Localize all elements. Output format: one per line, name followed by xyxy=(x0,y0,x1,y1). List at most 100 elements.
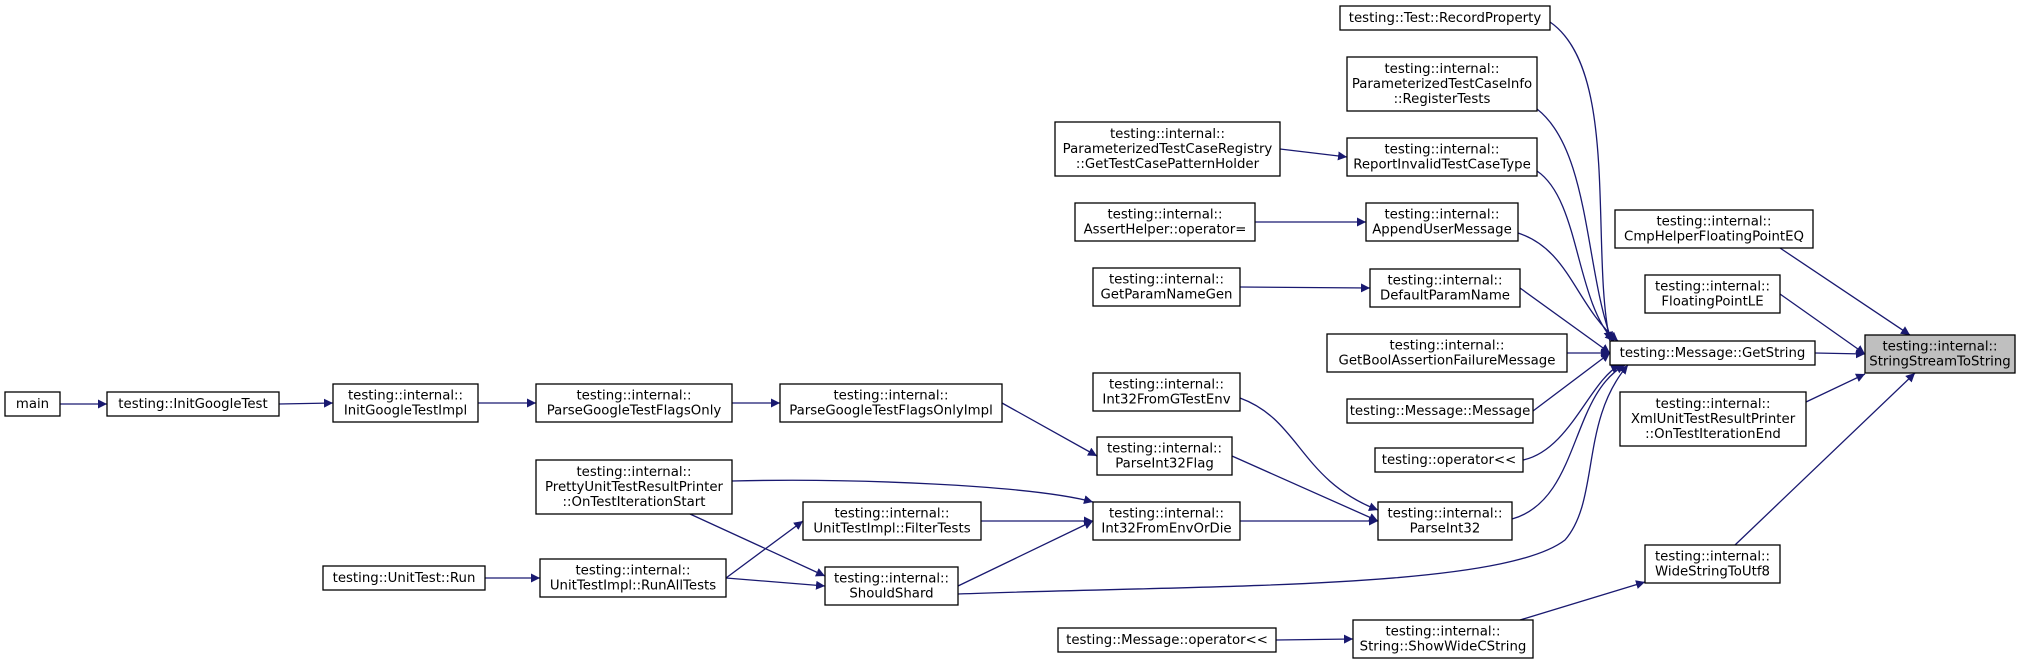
node-getstring[interactable]: testing::Message::GetString xyxy=(1609,340,1816,366)
node-main[interactable]: main xyxy=(4,391,61,417)
node-int32fromenvordie[interactable]: testing::internal::Int32FromEnvOrDie xyxy=(1092,501,1241,541)
node-messageoperatorshl[interactable]: testing::Message::operator<< xyxy=(1057,627,1277,653)
node-label: ::OnTestIterationEnd xyxy=(1645,427,1781,442)
node-box xyxy=(802,501,982,541)
node-box xyxy=(1609,340,1816,366)
node-label: testing::internal:: xyxy=(1882,340,1997,355)
node-parseint32[interactable]: testing::internal::ParseInt32 xyxy=(1377,501,1513,541)
node-getparamnamegen[interactable]: testing::internal::GetParamNameGen xyxy=(1092,267,1241,307)
node-label: testing::internal:: xyxy=(576,465,691,480)
node-box xyxy=(4,391,61,417)
node-parseflagsonlyimpl[interactable]: testing::internal::ParseGoogleTestFlagsO… xyxy=(779,383,1003,423)
edge-messageoperatorshl-to-showwidecstring xyxy=(1275,634,1354,644)
node-getboolassert[interactable]: testing::internal::GetBoolAssertionFailu… xyxy=(1326,333,1568,373)
node-label: testing::internal:: xyxy=(1655,280,1770,295)
node-parseflagsonly[interactable]: testing::internal::ParseGoogleTestFlagsO… xyxy=(535,383,733,423)
node-label: testing::internal:: xyxy=(1107,208,1222,223)
node-label: ParameterizedTestCaseInfo xyxy=(1352,77,1532,92)
node-box xyxy=(1057,627,1277,653)
edge-shouldshard-to-int32fromenvordie xyxy=(957,520,1094,587)
edge-recordproperty-to-getstring xyxy=(1549,21,1613,342)
node-messagector[interactable]: testing::Message::Message xyxy=(1346,398,1534,424)
edge-parseint32flag-to-parseint32 xyxy=(1231,455,1379,522)
node-initgoogletest[interactable]: testing::InitGoogleTest xyxy=(106,391,280,417)
node-box xyxy=(1614,209,1814,249)
node-label: testing::internal:: xyxy=(1655,550,1770,565)
node-unittestrun[interactable]: testing::UnitTest::Run xyxy=(322,565,486,591)
node-box xyxy=(535,459,733,515)
node-box xyxy=(535,383,733,423)
node-paramregistry[interactable]: testing::internal::ParameterizedTestCase… xyxy=(1054,121,1281,177)
node-label: Int32FromGTestEnv xyxy=(1102,393,1230,408)
edge-parseflagsonlyimpl-to-parseint32flag xyxy=(1001,402,1098,457)
edge-layer xyxy=(60,21,1916,644)
node-shouldshard[interactable]: testing::internal::ShouldShard xyxy=(824,566,959,606)
node-floatingle[interactable]: testing::internal::FloatingPointLE xyxy=(1644,274,1781,314)
node-label: testing::Message::GetString xyxy=(1620,346,1806,361)
node-box xyxy=(1092,267,1241,307)
node-box xyxy=(1326,333,1568,373)
node-label: testing::internal:: xyxy=(1384,62,1499,77)
node-box xyxy=(1377,501,1513,541)
edge-shouldshard-to-getstring xyxy=(957,364,1629,595)
node-label: testing::internal:: xyxy=(1387,274,1502,289)
node-box xyxy=(1096,436,1233,476)
node-reportinvalid[interactable]: testing::internal::ReportInvalidTestCase… xyxy=(1346,137,1538,177)
edge-operatorshl-to-getstring xyxy=(1522,364,1621,461)
node-label: ::GetTestCasePatternHolder xyxy=(1076,157,1260,172)
node-label: testing::internal:: xyxy=(1109,273,1224,288)
node-root[interactable]: testing::internal::StringStreamToString xyxy=(1864,334,2016,374)
node-box xyxy=(1644,274,1781,314)
node-label: Int32FromEnvOrDie xyxy=(1101,522,1231,537)
node-label: GetParamNameGen xyxy=(1101,288,1233,303)
node-defaultparamname[interactable]: testing::internal::DefaultParamName xyxy=(1369,268,1521,308)
node-box xyxy=(824,566,959,606)
node-box xyxy=(106,391,280,417)
node-label: InitGoogleTestImpl xyxy=(344,404,467,419)
node-label: testing::internal:: xyxy=(575,564,690,579)
node-label: ShouldShard xyxy=(849,587,933,602)
node-label: testing::internal:: xyxy=(348,389,463,404)
node-box xyxy=(1074,202,1256,242)
node-widestring[interactable]: testing::internal::WideStringToUtf8 xyxy=(1644,544,1781,584)
node-box xyxy=(1054,121,1281,177)
node-label: testing::internal:: xyxy=(576,389,691,404)
node-paramtestcaseinfo[interactable]: testing::internal::ParameterizedTestCase… xyxy=(1346,56,1538,112)
edge-showwidecstring-to-widestring xyxy=(1519,580,1646,621)
node-box xyxy=(1369,268,1521,308)
node-box xyxy=(1644,544,1781,584)
node-label: testing::Message::Message xyxy=(1350,404,1531,419)
node-filtertests[interactable]: testing::internal::UnitTestImpl::FilterT… xyxy=(802,501,982,541)
node-label: testing::internal:: xyxy=(1384,143,1499,158)
node-box xyxy=(1374,447,1524,473)
node-box xyxy=(1339,5,1551,31)
node-cmphelper[interactable]: testing::internal::CmpHelperFloatingPoin… xyxy=(1614,209,1814,249)
node-initgoogletestimpl[interactable]: testing::internal::InitGoogleTestImpl xyxy=(332,383,479,423)
node-label: testing::internal:: xyxy=(1109,378,1224,393)
node-asserthelper[interactable]: testing::internal::AssertHelper::operato… xyxy=(1074,202,1256,242)
node-xmlprinter[interactable]: testing::internal::XmlUnitTestResultPrin… xyxy=(1619,391,1807,447)
edge-cmphelper-to-root xyxy=(1779,247,1911,336)
node-int32fromgtestenv[interactable]: testing::internal::Int32FromGTestEnv xyxy=(1092,372,1241,412)
edge-getstring-to-root xyxy=(1814,349,1866,359)
node-box xyxy=(1346,56,1538,112)
node-label: testing::internal:: xyxy=(1109,507,1224,522)
edge-defaultparamname-to-getstring xyxy=(1519,287,1611,354)
node-runalltests[interactable]: testing::internal::UnitTestImpl::RunAllT… xyxy=(539,558,727,598)
node-label: testing::internal:: xyxy=(1384,208,1499,223)
node-recordproperty[interactable]: testing::Test::RecordProperty xyxy=(1339,5,1551,31)
edge-initgoogletest-to-initgoogletestimpl xyxy=(278,398,334,408)
node-box xyxy=(1864,334,2016,374)
node-appendusermsg[interactable]: testing::internal::AppendUserMessage xyxy=(1365,202,1519,242)
node-label: DefaultParamName xyxy=(1380,289,1510,304)
node-prettyprinter[interactable]: testing::internal::PrettyUnitTestResultP… xyxy=(535,459,733,515)
node-box xyxy=(1619,391,1807,447)
node-showwidecstring[interactable]: testing::internal::String::ShowWideCStri… xyxy=(1352,619,1534,659)
node-box xyxy=(1352,619,1534,659)
node-label: WideStringToUtf8 xyxy=(1655,565,1770,580)
node-operatorshl[interactable]: testing::operator<< xyxy=(1374,447,1524,473)
node-label: testing::internal:: xyxy=(834,507,949,522)
edge-widestring-to-root xyxy=(1734,372,1916,546)
node-parseint32flag[interactable]: testing::internal::ParseInt32Flag xyxy=(1096,436,1233,476)
